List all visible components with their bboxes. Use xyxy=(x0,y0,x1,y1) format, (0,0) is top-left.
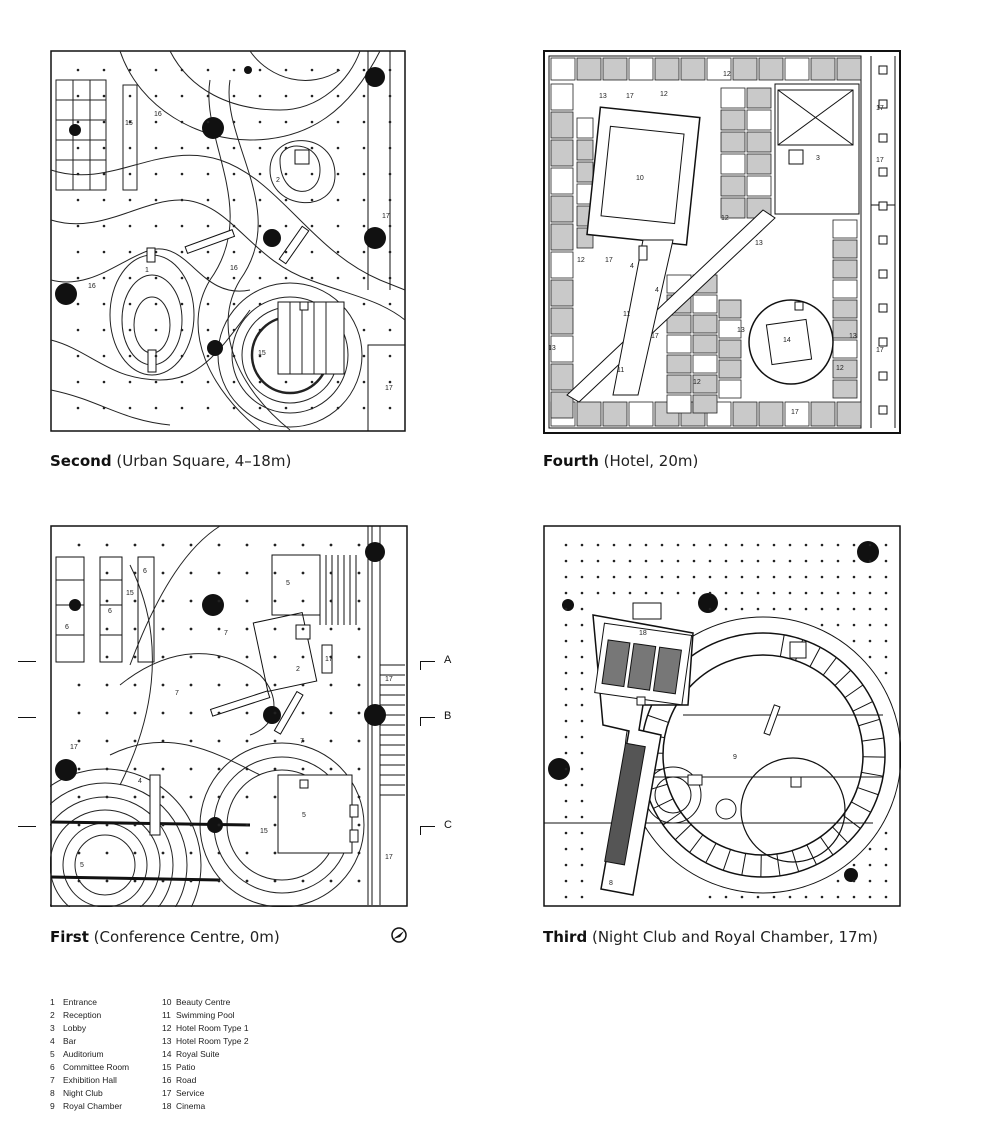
label-16a: 16 xyxy=(154,111,162,118)
fourth-label-14: 14 xyxy=(783,337,791,344)
caption-fourth: Fourth (Hotel, 20m) xyxy=(543,452,698,470)
fourth-label-3: 3 xyxy=(816,155,820,162)
fourth-label-13e: 13 xyxy=(548,345,556,352)
first-label-5c: 5 xyxy=(80,862,84,869)
fourth-label-17a: 17 xyxy=(876,105,884,112)
first-label-6c: 6 xyxy=(143,568,147,575)
fourth-label-4b: 4 xyxy=(655,287,659,294)
first-label-15a: 15 xyxy=(126,590,134,597)
caption-fourth-title: Fourth xyxy=(543,452,599,470)
first-label-4: 4 xyxy=(138,778,142,785)
first-label-5b: 5 xyxy=(302,812,306,819)
third-label-9: 9 xyxy=(733,754,737,761)
fourth-label-12f: 12 xyxy=(836,365,844,372)
caption-second: Second (Urban Square, 4–18m) xyxy=(50,452,291,470)
fourth-label-12e: 12 xyxy=(693,379,701,386)
fourth-label-17b: 17 xyxy=(626,93,634,100)
first-label-5a: 5 xyxy=(286,580,290,587)
north-arrow-icon xyxy=(390,926,408,949)
fourth-label-17d: 17 xyxy=(605,257,613,264)
caption-second-title: Second xyxy=(50,452,112,470)
first-label-7b: 7 xyxy=(175,690,179,697)
fourth-label-12c: 12 xyxy=(721,215,729,222)
caption-second-subtitle: (Urban Square, 4–18m) xyxy=(116,452,292,470)
first-label-17a: 17 xyxy=(325,656,333,663)
first-label-7a: 7 xyxy=(224,630,228,637)
label-2: 2 xyxy=(276,177,280,184)
caption-third: Third (Night Club and Royal Chamber, 17m… xyxy=(543,928,878,946)
fourth-label-11b: 11 xyxy=(617,367,624,374)
label-15b: 15 xyxy=(258,350,266,357)
fourth-label-13c: 13 xyxy=(737,327,745,334)
first-label-6a: 6 xyxy=(65,624,69,631)
fourth-label-17c: 17 xyxy=(876,157,884,164)
fourth-label-12b: 12 xyxy=(660,91,668,98)
fourth-label-17e: 17 xyxy=(651,333,659,340)
plan-second: 15 16 2 1 16 16 17 15 17 xyxy=(50,50,406,432)
plan-fourth: 12 17 13 17 12 10 3 17 12 13 12 17 4 4 1… xyxy=(543,50,901,434)
section-label-a: A xyxy=(444,654,452,666)
fourth-label-17f: 17 xyxy=(876,347,884,354)
fourth-label-10: 10 xyxy=(636,175,644,182)
label-15a: 15 xyxy=(125,120,133,127)
caption-third-subtitle: (Night Club and Royal Chamber, 17m) xyxy=(591,928,879,946)
section-label-c: C xyxy=(444,819,452,831)
first-label-17d: 17 xyxy=(385,854,393,861)
first-label-17b: 17 xyxy=(385,676,393,683)
caption-fourth-subtitle: (Hotel, 20m) xyxy=(603,452,699,470)
fourth-label-12d: 12 xyxy=(577,257,585,264)
first-label-6b: 6 xyxy=(108,608,112,615)
label-17a: 17 xyxy=(382,213,390,220)
caption-first-subtitle: (Conference Centre, 0m) xyxy=(93,928,280,946)
plan-third: 18 9 8 xyxy=(543,525,901,907)
label-17b: 17 xyxy=(385,385,393,392)
label-16c: 16 xyxy=(230,265,238,272)
first-label-7c: 7 xyxy=(300,738,304,745)
caption-first-title: First xyxy=(50,928,89,946)
fourth-label-13b: 13 xyxy=(755,240,763,247)
first-label-2: 2 xyxy=(296,666,300,673)
fourth-label-13a: 13 xyxy=(599,93,607,100)
first-label-17c: 17 xyxy=(70,744,78,751)
section-label-b: B xyxy=(444,710,452,722)
caption-third-title: Third xyxy=(543,928,588,946)
third-label-18: 18 xyxy=(639,630,647,637)
label-16b: 16 xyxy=(88,283,96,290)
label-1: 1 xyxy=(145,267,149,274)
fourth-label-17g: 17 xyxy=(791,409,799,416)
fourth-label-13d: 13 xyxy=(849,333,857,340)
plan-first: 6 6 6 15 5 7 2 7 17 17 7 17 4 5 15 5 17 xyxy=(50,525,408,907)
fourth-label-11a: 11 xyxy=(623,311,630,318)
first-label-15b: 15 xyxy=(260,828,268,835)
fourth-label-4a: 4 xyxy=(630,263,634,270)
third-label-8: 8 xyxy=(609,880,613,887)
fourth-label-12a: 12 xyxy=(723,71,731,78)
caption-first: First (Conference Centre, 0m) xyxy=(50,928,280,946)
